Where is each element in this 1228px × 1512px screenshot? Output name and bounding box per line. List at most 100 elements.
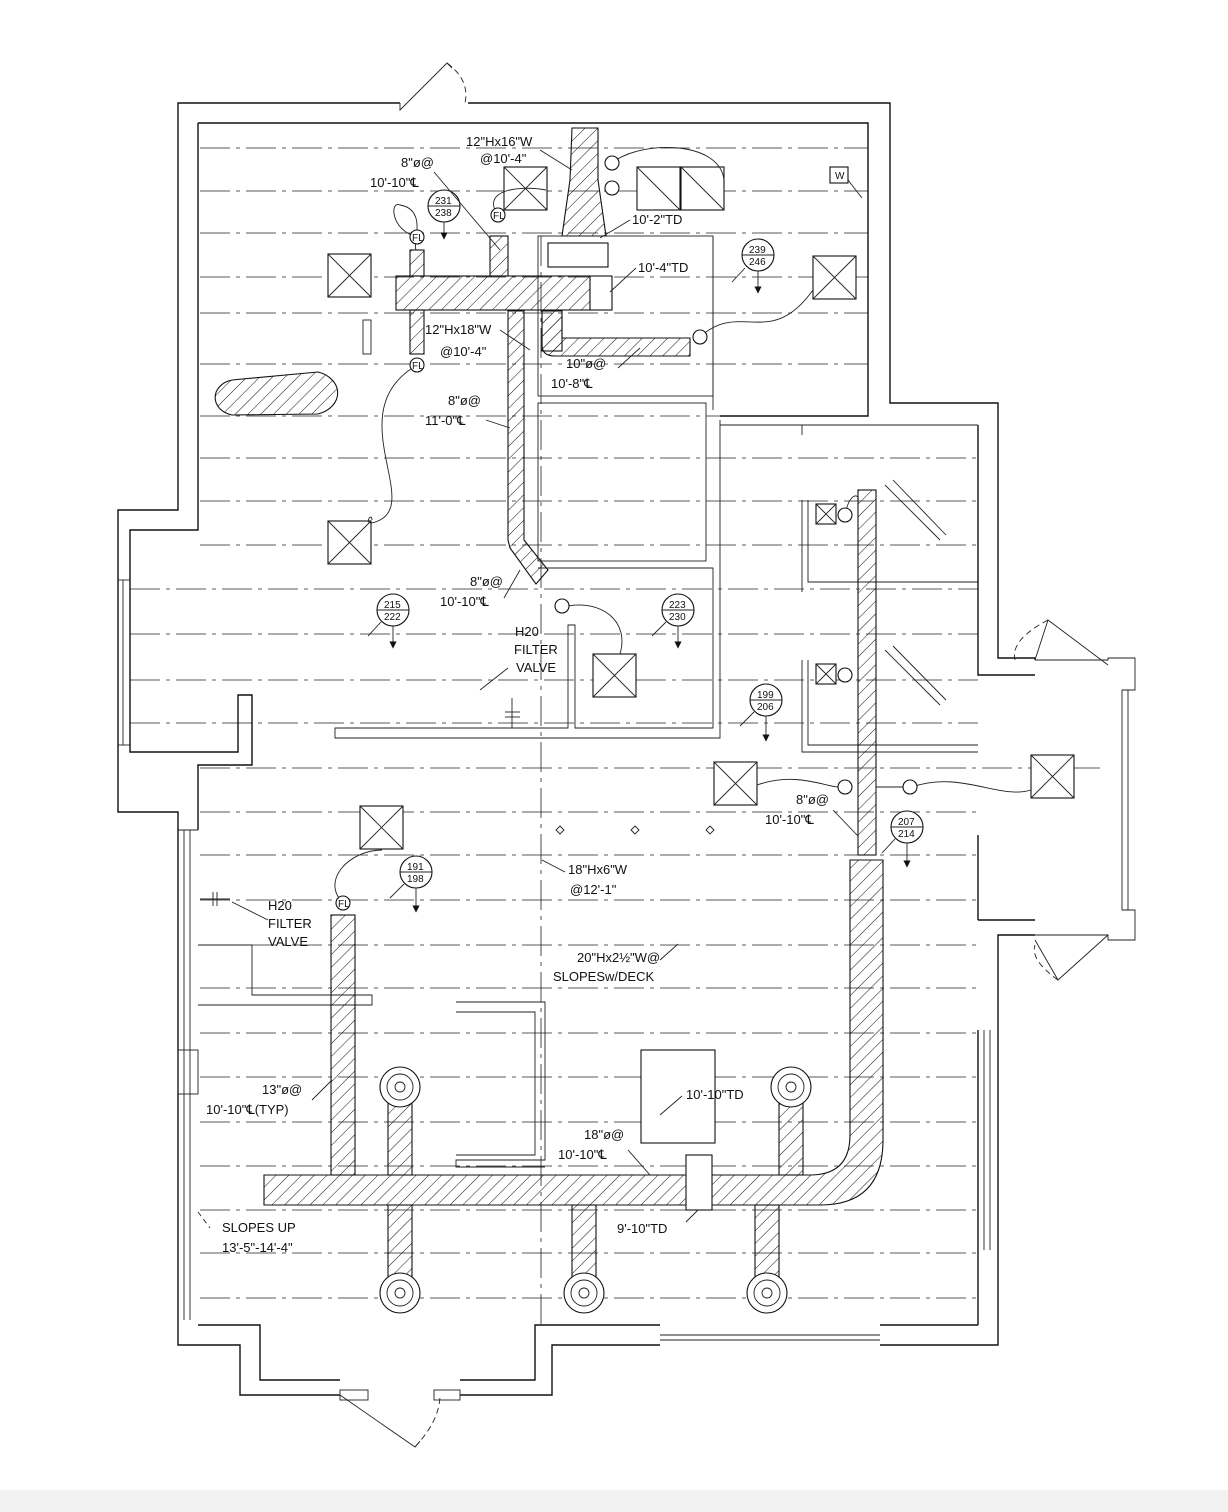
- svg-text:FL: FL: [412, 233, 424, 244]
- label-slopes-up-range: 13'-5"-14'-4": [222, 1240, 293, 1255]
- svg-text:215: 215: [384, 600, 401, 611]
- svg-text:223: 223: [669, 600, 686, 611]
- fl-marker: [902, 779, 918, 795]
- label-round-13-elev: 10'-10"℄(TYP): [206, 1102, 289, 1117]
- fl-marker: [554, 598, 570, 614]
- label-round-8-top: 8"ø@: [401, 155, 434, 170]
- callout-bubble: 199 206: [739, 683, 783, 742]
- page-bottom-edge: [0, 1490, 1228, 1512]
- fl-marker: [604, 180, 620, 196]
- fl-markers: FL FL FL FL: [335, 155, 918, 911]
- round-diffuser: [563, 1272, 605, 1314]
- supply-main-20: [263, 859, 884, 1206]
- label-td-9-10: 9'-10"TD: [617, 1221, 667, 1236]
- supply-riser-right: [857, 489, 877, 856]
- label-round-13: 13"ø@: [262, 1082, 302, 1097]
- callout-bubbles: 231 238 239 246 215 222 223 230 199: [367, 189, 924, 913]
- label-supply-12x16: 12"Hx16"W: [466, 134, 533, 149]
- flex-ducts: [334, 147, 1032, 904]
- label-round-10-elev: 10'-8"℄: [551, 376, 593, 391]
- equipment-box: [640, 1049, 716, 1144]
- fl-marker: FL: [335, 895, 351, 911]
- label-td-10-4: 10'-4"TD: [638, 260, 688, 275]
- supply-duct-12x18: [395, 275, 591, 311]
- label-round-10: 10"ø@: [566, 356, 606, 371]
- ductwork: [214, 127, 884, 1281]
- label-supply-12x16-elev: @10'-4": [480, 151, 527, 166]
- round-diffuser: [770, 1066, 812, 1108]
- ceiling-grid-lines: [130, 147, 1100, 1330]
- label-td-10-10: 10'-10"TD: [686, 1087, 744, 1102]
- label-duct-20-slope: SLOPESw/DECK: [553, 969, 654, 984]
- label-h2o-1a: H20: [515, 624, 539, 639]
- label-h2o-1c: VALVE: [516, 660, 556, 675]
- label-round-8-low-elev: 10'-10"℄: [440, 594, 489, 609]
- label-duct-18x6: 18"Hx6"W: [568, 862, 628, 877]
- callout-bubble: 239 246: [731, 238, 775, 294]
- diffuser: [636, 166, 681, 211]
- label-duct-18x6-elev: @12'-1": [570, 882, 617, 897]
- fl-marker: FL: [409, 229, 425, 245]
- label-td-10-2: 10'-2"TD: [632, 212, 682, 227]
- svg-text:239: 239: [749, 245, 766, 256]
- round-diffusers: [379, 1066, 812, 1314]
- diffuser: [327, 520, 372, 565]
- diffuser: [327, 253, 372, 298]
- label-round-8-right-elev: 10'-10"℄: [765, 812, 814, 827]
- flex-duct-oval: [214, 371, 339, 416]
- diamond-markers: [555, 825, 715, 835]
- svg-text:222: 222: [384, 612, 401, 623]
- fl-marker: [604, 155, 620, 171]
- svg-text:230: 230: [669, 612, 686, 623]
- diffuser: [680, 166, 725, 211]
- svg-text:238: 238: [435, 208, 452, 219]
- round-diffuser: [379, 1066, 421, 1108]
- label-round-8-low: 8"ø@: [470, 574, 503, 589]
- svg-text:FL: FL: [493, 211, 505, 222]
- fl-marker: FL: [490, 207, 506, 223]
- svg-text:206: 206: [757, 702, 774, 713]
- diffuser: [815, 663, 837, 685]
- diffuser: [359, 805, 404, 850]
- diffuser: [815, 503, 837, 525]
- svg-text:198: 198: [407, 874, 424, 885]
- callout-bubble: 223 230: [651, 593, 695, 649]
- label-h2o-1b: FILTER: [514, 642, 558, 657]
- label-round-8-right: 8"ø@: [796, 792, 829, 807]
- w-tag: W: [829, 166, 863, 199]
- svg-text:191: 191: [407, 862, 424, 873]
- annotations: 12"Hx16"W @10'-4" 8"ø@ 10'-10"℄ 10'-2"TD…: [206, 134, 829, 1255]
- svg-text:246: 246: [749, 257, 766, 268]
- label-round-18-elev: 10'-10"℄: [558, 1147, 607, 1162]
- label-round-18: 18"ø@: [584, 1127, 624, 1142]
- svg-text:FL: FL: [412, 361, 424, 372]
- round-diffuser: [746, 1272, 788, 1314]
- callout-bubble: 207 214: [881, 810, 924, 868]
- label-h2o-2a: H20: [268, 898, 292, 913]
- interior-partitions: [198, 235, 978, 1168]
- label-round-8-mid: 8"ø@: [448, 393, 481, 408]
- svg-text:214: 214: [898, 829, 915, 840]
- svg-text:231: 231: [435, 196, 452, 207]
- diffuser: [713, 761, 758, 806]
- svg-text:199: 199: [757, 690, 774, 701]
- fl-marker: [692, 329, 708, 345]
- fl-marker: [837, 507, 853, 523]
- label-round-8-top-elev: 10'-10"℄: [370, 175, 419, 190]
- label-duct-20: 20"Hx2½"W@: [577, 950, 660, 965]
- callout-bubble: 191 198: [389, 855, 433, 913]
- callout-bubble: 231 238: [427, 189, 461, 240]
- callout-bubble: 215 222: [367, 593, 410, 649]
- label-slopes-up: SLOPES UP: [222, 1220, 296, 1235]
- round-diffuser: [379, 1272, 421, 1314]
- supply-trunk-top: [561, 127, 607, 237]
- label-duct-12x18-elev: @10'-4": [440, 344, 487, 359]
- building-walls: [117, 62, 1136, 1448]
- label-duct-12x18: 12"Hx18"W: [425, 322, 492, 337]
- h2o-valve-symbols: [200, 698, 520, 906]
- diffuser: [812, 255, 857, 300]
- label-round-8-mid-elev: 11'-0"℄: [425, 413, 466, 428]
- label-h2o-2c: VALVE: [268, 934, 308, 949]
- leader-lines: [197, 149, 859, 1229]
